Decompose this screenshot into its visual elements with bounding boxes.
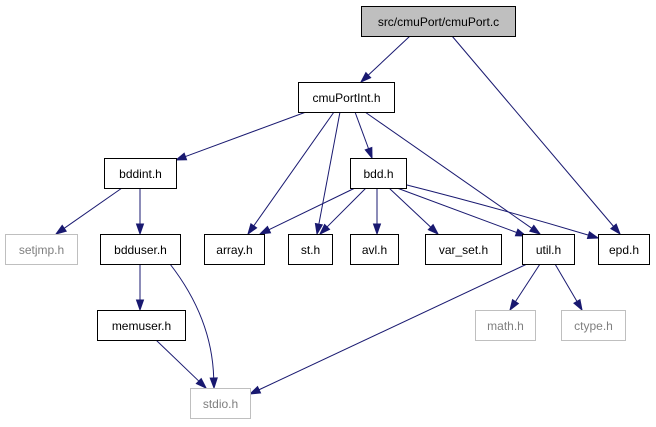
node-label: var_set.h (439, 243, 488, 257)
node-box (288, 234, 333, 265)
node-box (190, 388, 251, 419)
node-label: st.h (301, 243, 320, 257)
nodes-layer: src/cmuPort/cmuPort.c cmuPortInt.h bddint.… (5, 6, 650, 419)
node-box (350, 234, 399, 265)
edge-cmuPortInt-h-to-bddint-h (174, 111, 307, 161)
node-label: src/cmuPort/cmuPort.c (378, 15, 499, 29)
edge-bdduser-h-to-stdio-h (169, 263, 218, 390)
edge-util-h-to-ctype-h (554, 263, 583, 312)
edge-bdd-h-to-epd-h (402, 183, 600, 240)
node-bdd-h[interactable]: bdd.h (350, 158, 407, 189)
node-label: math.h (487, 319, 524, 333)
edge-bdd-h-to-avl-h (372, 188, 382, 236)
node-label: ctype.h (574, 319, 613, 333)
edge-bdduser-h-to-memuser-h (135, 264, 145, 312)
edge-cmuPort-c-to-epd-h (451, 35, 621, 236)
node-box (475, 310, 536, 341)
node-label: util.h (536, 243, 561, 257)
edge-bdd-h-to-st-h (318, 187, 367, 236)
node-array-h[interactable]: array.h (204, 234, 265, 265)
edge-cmuPortInt-h-to-st-h (314, 111, 341, 236)
node-memuser-h[interactable]: memuser.h (97, 310, 186, 341)
edge-bddint-h-to-bdduser-h (135, 188, 145, 236)
node-label: stdio.h (203, 397, 238, 411)
node-ctype-h[interactable]: ctype.h (561, 310, 626, 341)
node-box (100, 234, 181, 265)
node-box (104, 158, 177, 189)
node-cmuPortInt-h[interactable]: cmuPortInt.h (298, 82, 395, 113)
edge-bdd-h-to-array-h (258, 187, 356, 235)
node-math-h[interactable]: math.h (475, 310, 536, 341)
node-label: array.h (216, 243, 252, 257)
node-setjmp-h[interactable]: setjmp.h (5, 234, 78, 265)
node-box (350, 158, 407, 189)
node-label: setjmp.h (19, 243, 64, 257)
node-label: avl.h (362, 243, 387, 257)
node-box (204, 234, 265, 265)
node-stdio-h[interactable]: stdio.h (190, 388, 251, 419)
node-box (361, 6, 516, 37)
node-label: bddint.h (119, 167, 162, 181)
node-box (298, 82, 395, 113)
edge-cmuPortInt-h-to-array-h (247, 111, 335, 236)
edge-util-h-to-math-h (509, 263, 541, 312)
node-epd-h[interactable]: epd.h (598, 234, 650, 265)
edge-util-h-to-stdio-h (248, 263, 528, 395)
node-avl-h[interactable]: avl.h (350, 234, 399, 265)
node-box (97, 310, 186, 341)
node-label: bdd.h (363, 167, 393, 181)
edge-cmuPortInt-h-to-util-h (364, 111, 542, 235)
edges-layer (54, 35, 621, 395)
node-box (425, 234, 502, 265)
node-box (5, 234, 78, 265)
node-label: memuser.h (112, 319, 171, 333)
edge-cmuPort-c-to-cmuPortInt-h (359, 35, 411, 84)
node-var-set-h[interactable]: var_set.h (425, 234, 502, 265)
edge-bddint-h-to-setjmp-h (54, 187, 123, 235)
node-st-h[interactable]: st.h (288, 234, 333, 265)
node-util-h[interactable]: util.h (522, 234, 575, 265)
node-box (522, 234, 575, 265)
node-box (598, 234, 650, 265)
edge-memuser-h-to-stdio-h (155, 339, 208, 390)
edge-bdd-h-to-var-set-h (388, 187, 440, 236)
node-cmuPort-c[interactable]: src/cmuPort/cmuPort.c (361, 6, 516, 37)
node-label: cmuPortInt.h (312, 91, 380, 105)
edge-cmuPortInt-h-to-bdd-h (354, 111, 373, 160)
node-box (561, 310, 626, 341)
node-label: bdduser.h (114, 243, 167, 257)
node-bddint-h[interactable]: bddint.h (104, 158, 177, 189)
node-label: epd.h (609, 243, 639, 257)
node-bdduser-h[interactable]: bdduser.h (100, 234, 181, 265)
